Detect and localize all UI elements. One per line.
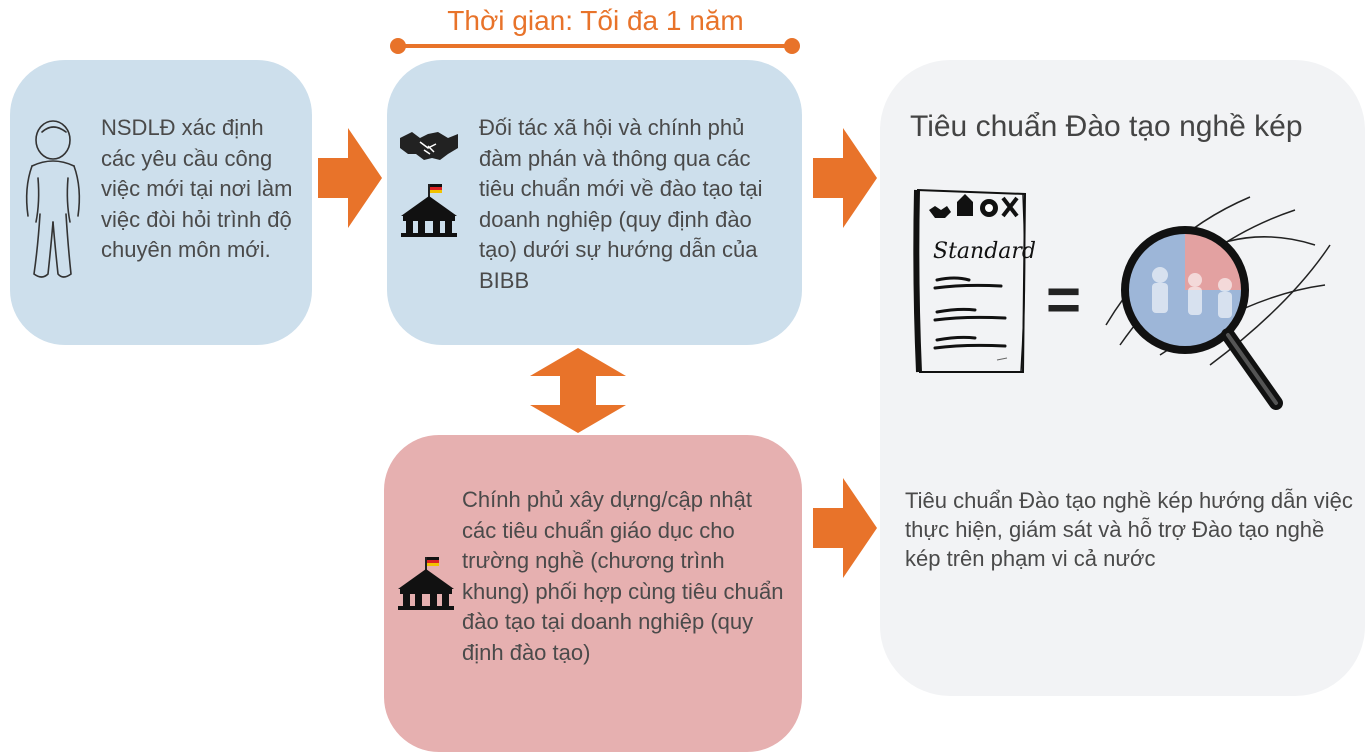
person-icon bbox=[25, 120, 81, 278]
equals-sign: = bbox=[1046, 266, 1082, 333]
double-arrow-icon bbox=[530, 348, 626, 433]
standard-document-icon: Standard bbox=[913, 189, 1035, 373]
right-arrow-icon bbox=[813, 478, 877, 578]
timeline-label: Thời gian: Tối đa 1 năm bbox=[447, 5, 744, 36]
government-building-icon bbox=[398, 557, 454, 610]
employer-requirements-box bbox=[10, 60, 312, 345]
employer-requirements-text: NSDLĐ xác định các yêu cầu công việc mới… bbox=[101, 115, 293, 262]
panel-title: Tiêu chuẩn Đào tạo nghề kép bbox=[910, 110, 1303, 143]
social-partners-text: Đối tác xã hội và chính phủ đàm phán và … bbox=[479, 115, 763, 293]
panel-description: Tiêu chuẩn Đào tạo nghề kép hướng dẫn vi… bbox=[905, 488, 1353, 571]
social-partners-box bbox=[387, 60, 802, 345]
right-arrow-icon bbox=[318, 128, 382, 228]
magnifying-glass-icon bbox=[1105, 196, 1331, 410]
government-vocational-box bbox=[384, 435, 802, 752]
right-arrow-icon bbox=[813, 128, 877, 228]
government-vocational-text: Chính phủ xây dựng/cập nhật các tiêu chu… bbox=[462, 487, 784, 665]
government-building-icon bbox=[401, 184, 457, 237]
timeline-bar bbox=[390, 38, 800, 54]
dual-training-standard-panel bbox=[880, 60, 1365, 696]
standard-label: Standard bbox=[933, 239, 1035, 264]
handshake-icon bbox=[400, 132, 458, 160]
